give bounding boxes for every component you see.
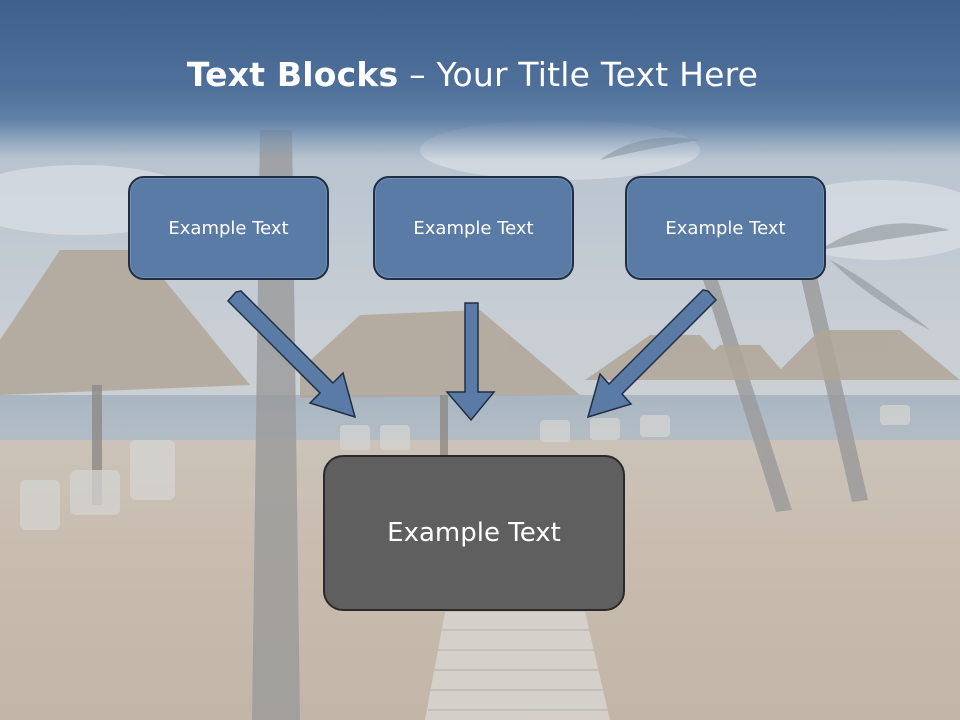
slide-title: Text Blocks – Your Title Text Here [0,52,945,98]
arrow-left [226,290,357,419]
text-block-3[interactable]: Example Text [625,176,826,280]
text-block-label: Example Text [168,217,289,239]
text-block-label: Example Text [413,217,534,239]
title-rest: – Your Title Text Here [398,55,759,94]
title-band [0,0,960,160]
main-text-block-label: Example Text [387,518,561,548]
arrow-center [445,302,496,422]
arrow-right [586,289,718,419]
text-block-2[interactable]: Example Text [373,176,574,280]
main-text-block[interactable]: Example Text [323,455,625,611]
text-block-label: Example Text [665,217,786,239]
title-strong: Text Blocks [186,55,399,94]
text-block-1[interactable]: Example Text [128,176,329,280]
